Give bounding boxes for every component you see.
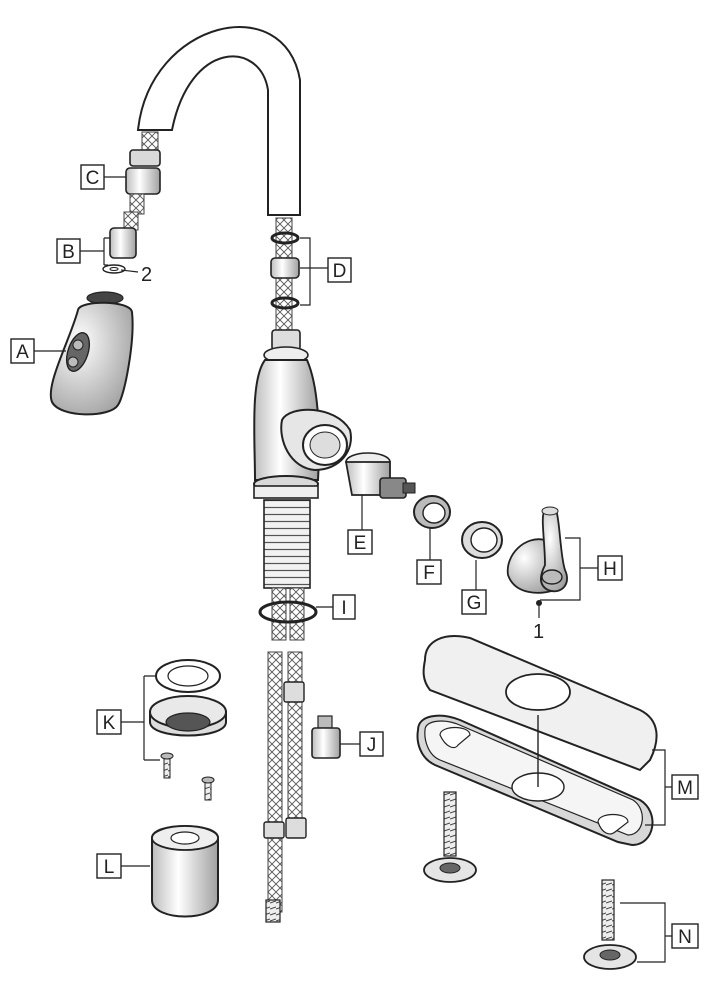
svg-text:B: B [62, 242, 75, 263]
hose-adapter-b [102, 211, 139, 274]
svg-text:H: H [603, 559, 617, 580]
svg-text:E: E [354, 533, 367, 554]
label-l: L [96, 853, 122, 879]
mount-kit-k [149, 659, 227, 801]
label-n: N [671, 923, 699, 949]
callout-number-1: 1 [533, 621, 544, 643]
label-m: M [671, 774, 699, 800]
supply-oring-i [258, 587, 318, 641]
label-d: D [327, 257, 352, 283]
svg-text:F: F [423, 563, 435, 584]
svg-text:C: C [86, 168, 100, 189]
spray-head-a [49, 291, 134, 416]
svg-text:D: D [333, 261, 347, 282]
svg-text:N: N [678, 927, 692, 948]
svg-text:G: G [467, 593, 482, 614]
spout-gooseneck [136, 26, 301, 216]
svg-text:L: L [104, 857, 115, 878]
bonnet-nut-f [413, 495, 451, 529]
hose-connector-c [125, 149, 161, 215]
hose-weight-l [151, 825, 219, 918]
supply-adapter-j [311, 715, 341, 759]
leader-lines [34, 176, 672, 963]
supply-lines [263, 651, 307, 923]
label-i: I [332, 594, 356, 620]
svg-text:J: J [367, 735, 377, 756]
callout-number-2: 2 [141, 264, 152, 286]
label-a: A [10, 338, 35, 364]
label-e: E [347, 529, 373, 555]
label-h: H [597, 555, 623, 581]
label-g: G [461, 589, 487, 615]
cartridge-e [344, 452, 416, 499]
mounting-bolt-left [423, 791, 477, 883]
label-b: B [56, 238, 81, 264]
mounting-bolt-n [583, 879, 637, 970]
cap-ring-g [461, 521, 503, 559]
deck-plate-m [416, 635, 658, 847]
handle-h [506, 506, 568, 606]
svg-text:M: M [677, 778, 693, 799]
threaded-shank [263, 499, 311, 589]
faucet-body [253, 346, 352, 499]
svg-text:A: A [16, 342, 29, 363]
label-k: K [96, 709, 122, 735]
svg-text:K: K [103, 713, 116, 734]
label-j: J [359, 731, 384, 757]
label-c: C [80, 164, 105, 190]
svg-text:I: I [341, 598, 346, 619]
label-f: F [416, 559, 442, 585]
callout-labels: C B A D E F G H I J K L M N [10, 164, 699, 949]
spout-seals-d [270, 217, 301, 351]
